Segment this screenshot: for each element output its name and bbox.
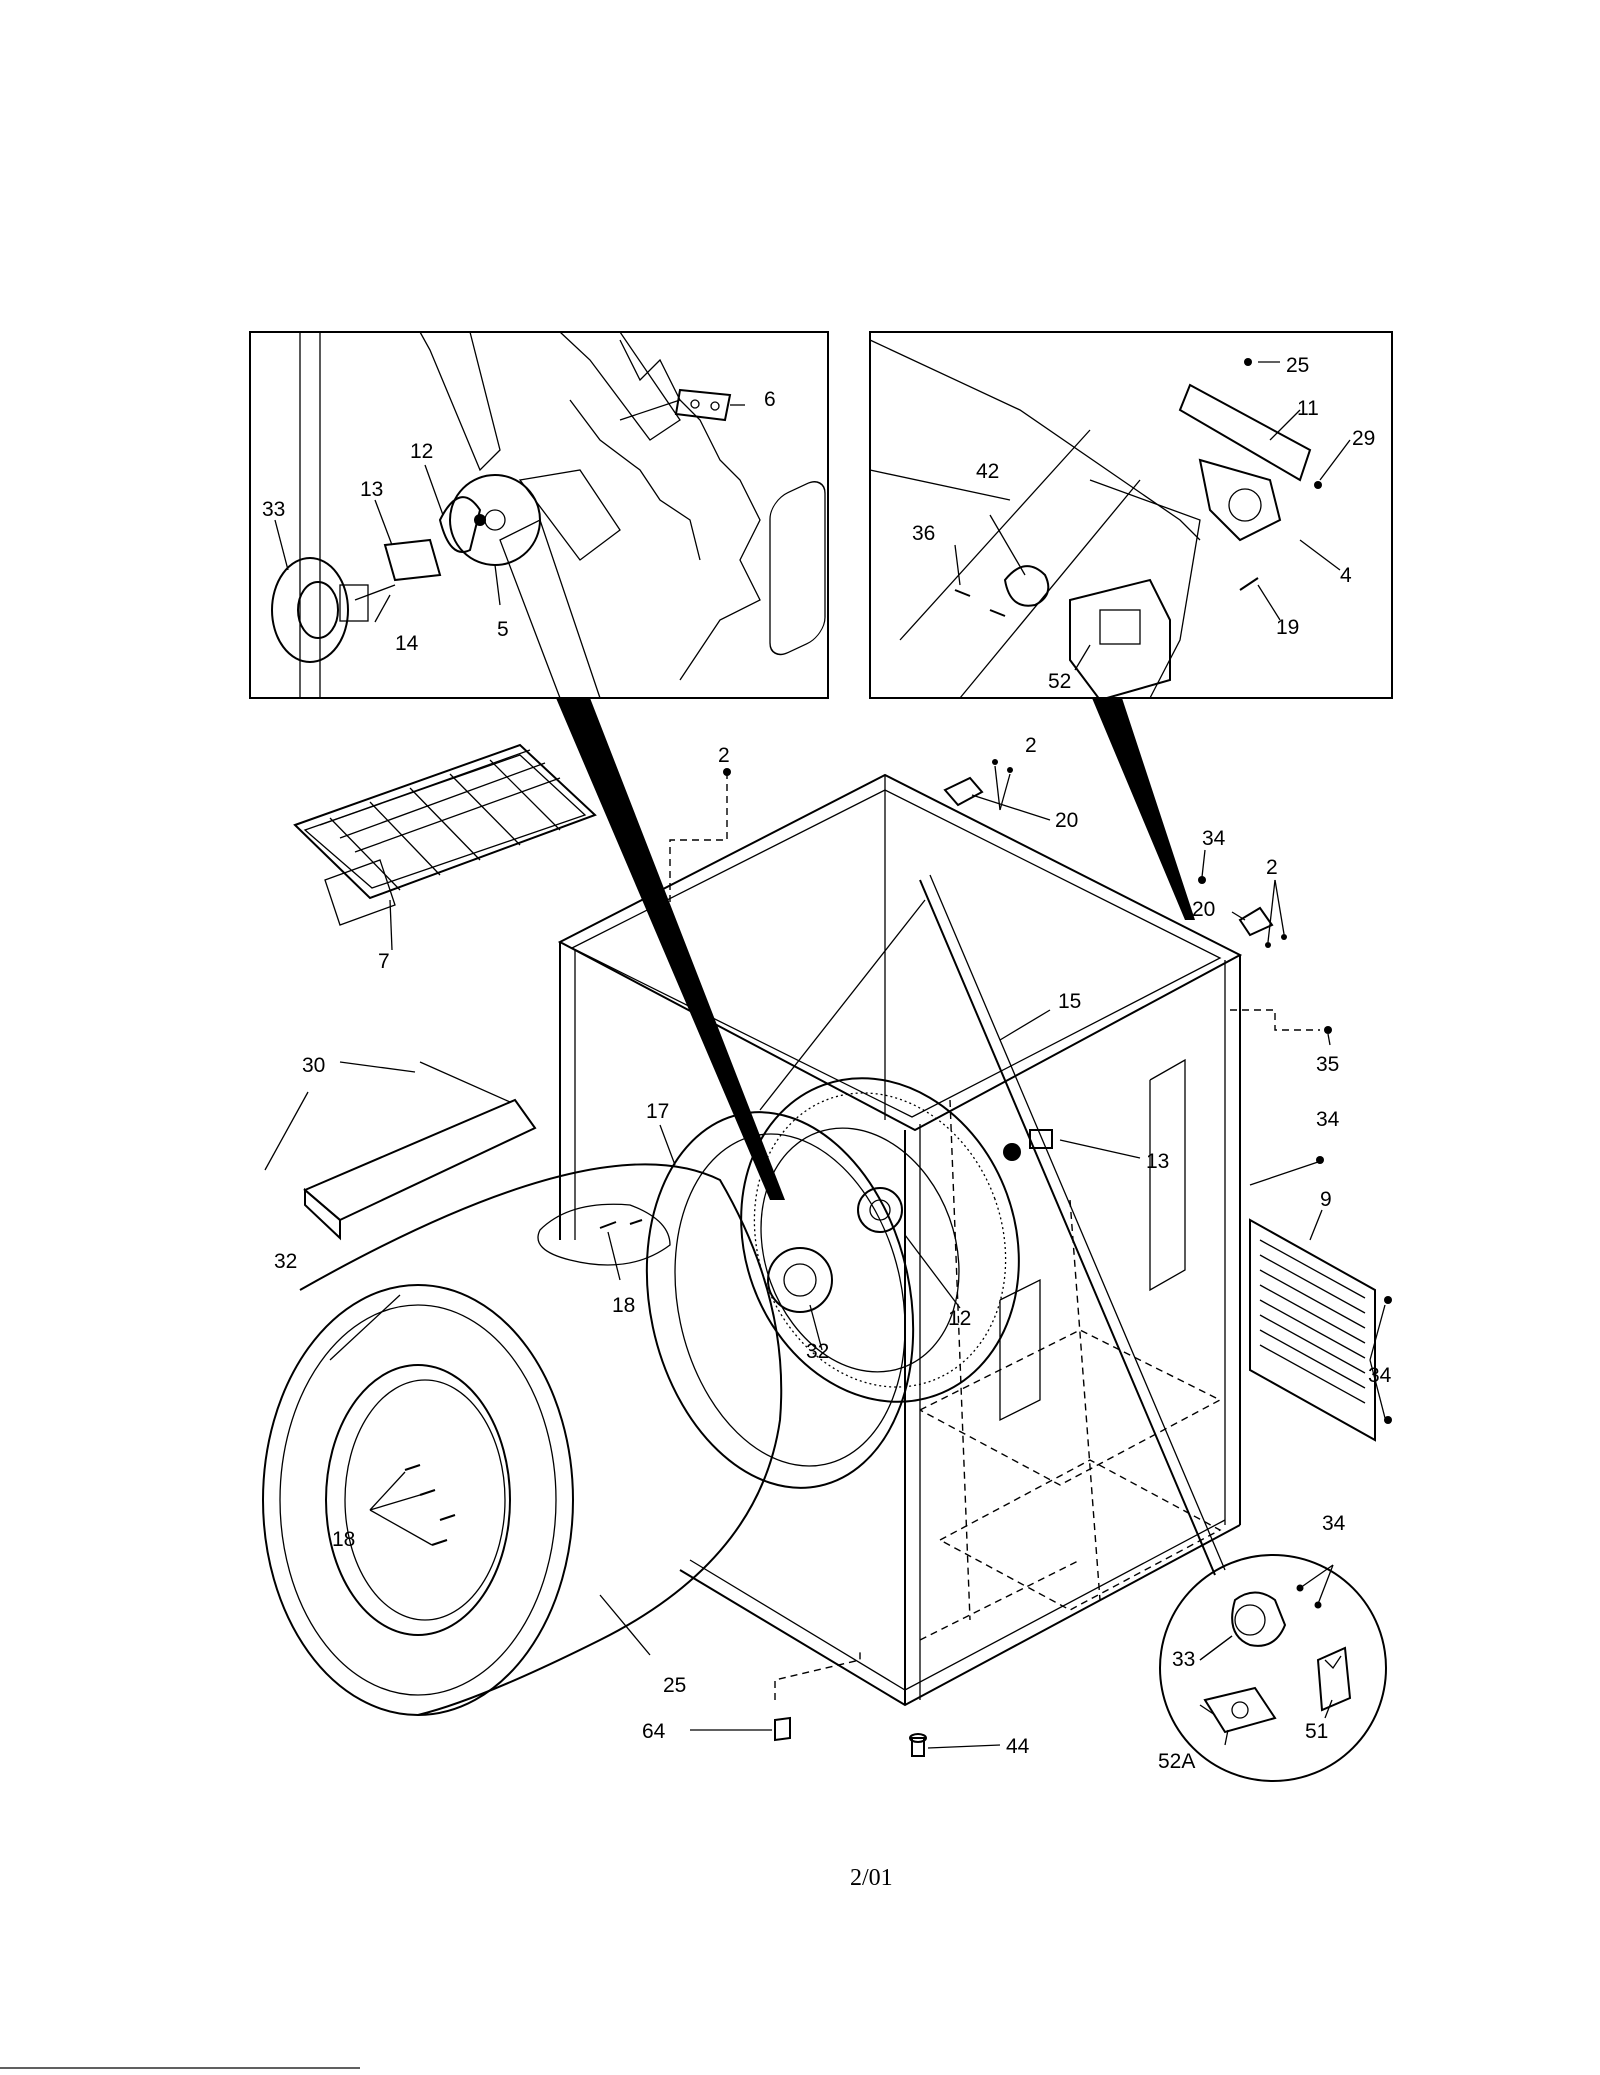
part-label-30: 32 (274, 1250, 297, 1273)
inset-right-pointer (1092, 698, 1195, 920)
part-label-36: 42 (976, 460, 999, 483)
part-label-18: 18 (612, 1294, 635, 1317)
part-label-17: 17 (646, 1100, 669, 1123)
part-label-5: 5 (497, 618, 509, 641)
part-label-11: 11 (1297, 397, 1319, 420)
part-label-19: 19 (1276, 616, 1299, 639)
duct (264, 1061, 537, 1241)
part-label-52A: 52A (1158, 1750, 1195, 1773)
dryer-cabinet (557, 481, 1332, 1757)
drum (262, 1163, 783, 1716)
part-label-25: 29 (1352, 427, 1375, 450)
part-label-14: 14 (395, 632, 419, 655)
part-label-12: 12 (410, 440, 433, 463)
part-label-44: 44 (1006, 1735, 1030, 1758)
part-label-25: 25 (1286, 354, 1309, 377)
inset-right-terminal-detail (869, 331, 1393, 702)
part-label-12: 12 (948, 1307, 971, 1330)
part-label-52: 52 (1048, 670, 1071, 693)
part-label-21: 25 (663, 1674, 686, 1697)
part-label-32: 32 (806, 1340, 829, 1363)
part-label-32: 33 (262, 498, 285, 521)
inset-left-pointer (556, 698, 785, 1200)
part-label-4: 4 (1340, 564, 1352, 587)
part-label-42: 35 (1316, 1053, 1339, 1076)
part-label-2: 2 (1025, 734, 1037, 757)
inset-left-bearing-detail (249, 331, 829, 699)
part-labels: 6 12 13 33 14 5 25 11 29 42 36 4 19 52 2… (262, 354, 1392, 1773)
page-footer-code: 2/01 (850, 1865, 893, 1891)
part-label-34: 34 (1316, 1108, 1340, 1131)
part-label-35: 36 (912, 522, 935, 545)
part-label-13: 13 (1146, 1150, 1169, 1173)
part-label-9: 9 (1320, 1188, 1332, 1211)
part-label-34: 34 (1322, 1512, 1346, 1535)
drying-rack (293, 743, 597, 951)
part-label-64: 64 (642, 1720, 666, 1743)
part-label-20: 20 (1192, 898, 1215, 921)
part-label-51: 51 (1305, 1720, 1328, 1743)
part-label-2: 2 (1266, 856, 1278, 879)
part-label-18: 18 (332, 1528, 355, 1551)
part-label-33: 33 (1172, 1648, 1195, 1671)
part-label-7: 7 (378, 950, 390, 973)
part-label-2: 2 (718, 744, 730, 767)
part-label-6: 6 (764, 388, 776, 411)
part-label-34: 34 (1202, 827, 1226, 850)
part-label-13: 13 (360, 478, 383, 501)
part-label-34: 34 (1368, 1364, 1392, 1387)
rear-grille-panel (1249, 1218, 1392, 1442)
part-label-15: 15 (1058, 990, 1081, 1013)
part-label-20: 20 (1055, 809, 1078, 832)
part-label-29: 30 (302, 1054, 325, 1077)
leader-lines (339, 765, 1386, 1749)
